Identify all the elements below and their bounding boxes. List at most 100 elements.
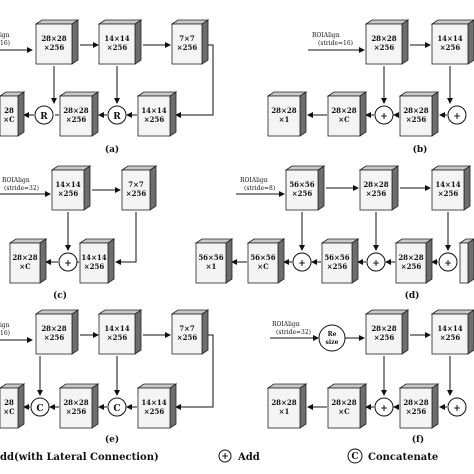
- panel-label: (a): [105, 144, 119, 155]
- block-label: ×1: [279, 115, 290, 124]
- block-label: 28×28: [63, 106, 88, 115]
- roi-label: ign: [0, 32, 10, 39]
- roi-label: ROIAlign: [312, 32, 340, 39]
- block-top-1: 14×14 ×256: [50, 165, 92, 211]
- roi-label: ROIAlign: [240, 177, 268, 184]
- add-op-icon: [366, 252, 386, 272]
- block-label: ×256: [144, 407, 165, 416]
- block-label: ×C: [3, 115, 15, 124]
- block-label: 56×56: [198, 253, 223, 262]
- add-legend-icon: [218, 449, 232, 463]
- add-op-icon: [374, 397, 394, 417]
- op-symbol: +: [372, 259, 380, 269]
- block-label: 14×14: [104, 34, 129, 43]
- block-label: 28×28: [41, 34, 66, 43]
- block-bot-2: 28×28 ×256: [58, 91, 100, 137]
- block-label: ×1: [206, 262, 217, 271]
- block-label: ×256: [126, 189, 147, 198]
- reduce-op-icon: [34, 105, 54, 125]
- legend-add-text: Add: [237, 452, 260, 463]
- block-label: ×C: [257, 262, 269, 271]
- block-label: ×256: [406, 115, 427, 124]
- op-symbol: +: [64, 259, 72, 269]
- block-label: 14×14: [81, 253, 106, 262]
- block-top-2: 14×14 ×256: [97, 309, 143, 355]
- block-label: 28×28: [398, 253, 423, 262]
- op-symbol: C: [36, 404, 43, 414]
- op-symbol: +: [298, 259, 306, 269]
- block-label: 28×28: [371, 324, 396, 333]
- add-op-icon: [447, 105, 467, 125]
- block-label: ×C: [338, 407, 350, 416]
- legend-add-symbol: +: [221, 452, 229, 462]
- block-label: 56×56: [324, 253, 349, 262]
- concat-legend-icon: [347, 448, 363, 464]
- block-label: ×256: [440, 333, 461, 342]
- block-label: ×256: [440, 43, 461, 52]
- op-symbol: R: [40, 112, 48, 122]
- block-label: ×256: [292, 189, 313, 198]
- concat-op-icon: [30, 397, 50, 417]
- panel-label: (f): [412, 434, 424, 445]
- block-bot-1: 28 ×C: [0, 91, 26, 137]
- block-top-3: 14×14 ×256: [430, 165, 472, 211]
- block-label: ×256: [438, 189, 459, 198]
- op-symbol: +: [380, 112, 388, 122]
- block-bot-1: 28×28 ×1: [266, 383, 308, 429]
- roi-label: ROIAlign: [2, 177, 30, 184]
- block-label: ×256: [366, 189, 387, 198]
- block-top-1: 28×28 ×256: [364, 309, 410, 355]
- block-label: 7×7: [179, 34, 195, 43]
- block-label: 28×28: [12, 253, 37, 262]
- block-label: ×256: [177, 333, 198, 342]
- block-label: 28: [4, 398, 14, 407]
- panel-d: ROIAlign (stride=8) 56×56 ×256 28×28 ×25…: [194, 165, 474, 301]
- roi-label: ROIAlign: [272, 321, 300, 328]
- block-bot-1: 28×28 ×C: [8, 238, 48, 284]
- block-bot-2: 28×28 ×C: [326, 383, 368, 429]
- block-label: 28×28: [41, 324, 66, 333]
- op-symbol: +: [380, 404, 388, 414]
- block-top-1: 28×28 ×256: [364, 19, 410, 65]
- block-bot-4: 28×28 ×256: [394, 238, 434, 284]
- block-bot-1: 28×28 ×1: [266, 91, 308, 137]
- add-op-icon: [58, 252, 78, 272]
- flow-arrow: [115, 212, 137, 265]
- block-label: ×256: [107, 43, 128, 52]
- op-symbol: +: [453, 112, 461, 122]
- stride-label: 16): [0, 40, 10, 47]
- block-label: 14×14: [435, 180, 460, 189]
- block-label: 14×14: [141, 106, 166, 115]
- legend: dd(with Lateral Connection) + Add C Conc…: [0, 448, 438, 464]
- flow-arrow: [175, 334, 214, 410]
- block-label: 14×14: [437, 34, 462, 43]
- block-bot-5: [458, 238, 474, 284]
- op-symbol: +: [453, 404, 461, 414]
- stride-label: (stride=32): [276, 329, 311, 336]
- block-label: ×256: [374, 43, 395, 52]
- roi-label: ign: [0, 322, 10, 329]
- op-symbol: +: [444, 259, 452, 269]
- block-label: 28×28: [331, 106, 356, 115]
- block-bot-2: 14×14 ×256: [78, 238, 116, 284]
- block-label: 14×14: [55, 180, 80, 189]
- block-label: 14×14: [437, 324, 462, 333]
- block-label: ×C: [338, 115, 350, 124]
- block-label: ×256: [406, 407, 427, 416]
- block-label: 28×28: [403, 398, 428, 407]
- block-top-3: 7×7 ×256: [170, 19, 210, 65]
- block-bot-3: 28×28 ×256: [398, 91, 440, 137]
- panel-label: (c): [53, 290, 67, 301]
- block-top-2: 14×14 ×256: [430, 19, 474, 65]
- stride-label: (stride=16): [318, 40, 353, 47]
- block-label: ×1: [279, 407, 290, 416]
- block-top-1: 28×28 ×256: [34, 19, 80, 65]
- block-label: ×256: [44, 333, 65, 342]
- block-label: ×C: [3, 407, 15, 416]
- block-label: ×C: [19, 262, 31, 271]
- block-label: 7×7: [128, 180, 144, 189]
- block-top-2: 28×28 ×256: [358, 165, 400, 211]
- stride-label: (stride=8): [244, 185, 275, 192]
- stride-label: (stride=32): [4, 185, 39, 192]
